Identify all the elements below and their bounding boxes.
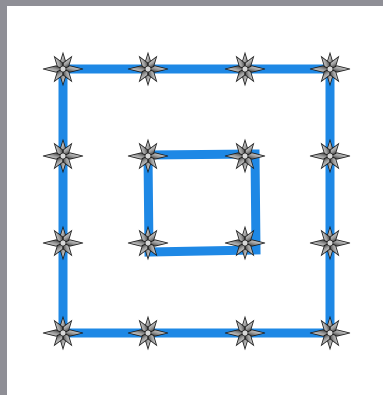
star-node-icon-2-0[interactable] [225,53,265,85]
star-core [327,66,333,72]
star-node-icon-0-3[interactable] [43,317,83,349]
star-core [242,66,248,72]
star-node-icon-0-1[interactable] [43,140,83,172]
star-node-icon-3-0[interactable] [310,53,350,85]
star-core [327,330,333,336]
star-node-icon-3-3[interactable] [310,317,350,349]
star-core [242,153,248,159]
star-core [145,153,151,159]
grid-nodes [43,53,350,349]
star-core [60,66,66,72]
star-core [145,330,151,336]
star-node-icon-1-1[interactable] [128,140,168,172]
star-core [145,240,151,246]
star-core [60,153,66,159]
star-core [145,66,151,72]
star-node-icon-2-3[interactable] [225,317,265,349]
star-node-icon-3-1[interactable] [310,140,350,172]
star-core [60,240,66,246]
loop-lines [63,69,330,333]
star-node-icon-0-2[interactable] [43,227,83,259]
star-core [242,240,248,246]
star-core [327,240,333,246]
star-node-icon-1-0[interactable] [128,53,168,85]
star-node-icon-1-3[interactable] [128,317,168,349]
outer-loop [63,69,330,333]
star-core [327,153,333,159]
star-node-icon-0-0[interactable] [43,53,83,85]
star-core [242,330,248,336]
star-core [60,330,66,336]
star-node-icon-3-2[interactable] [310,227,350,259]
